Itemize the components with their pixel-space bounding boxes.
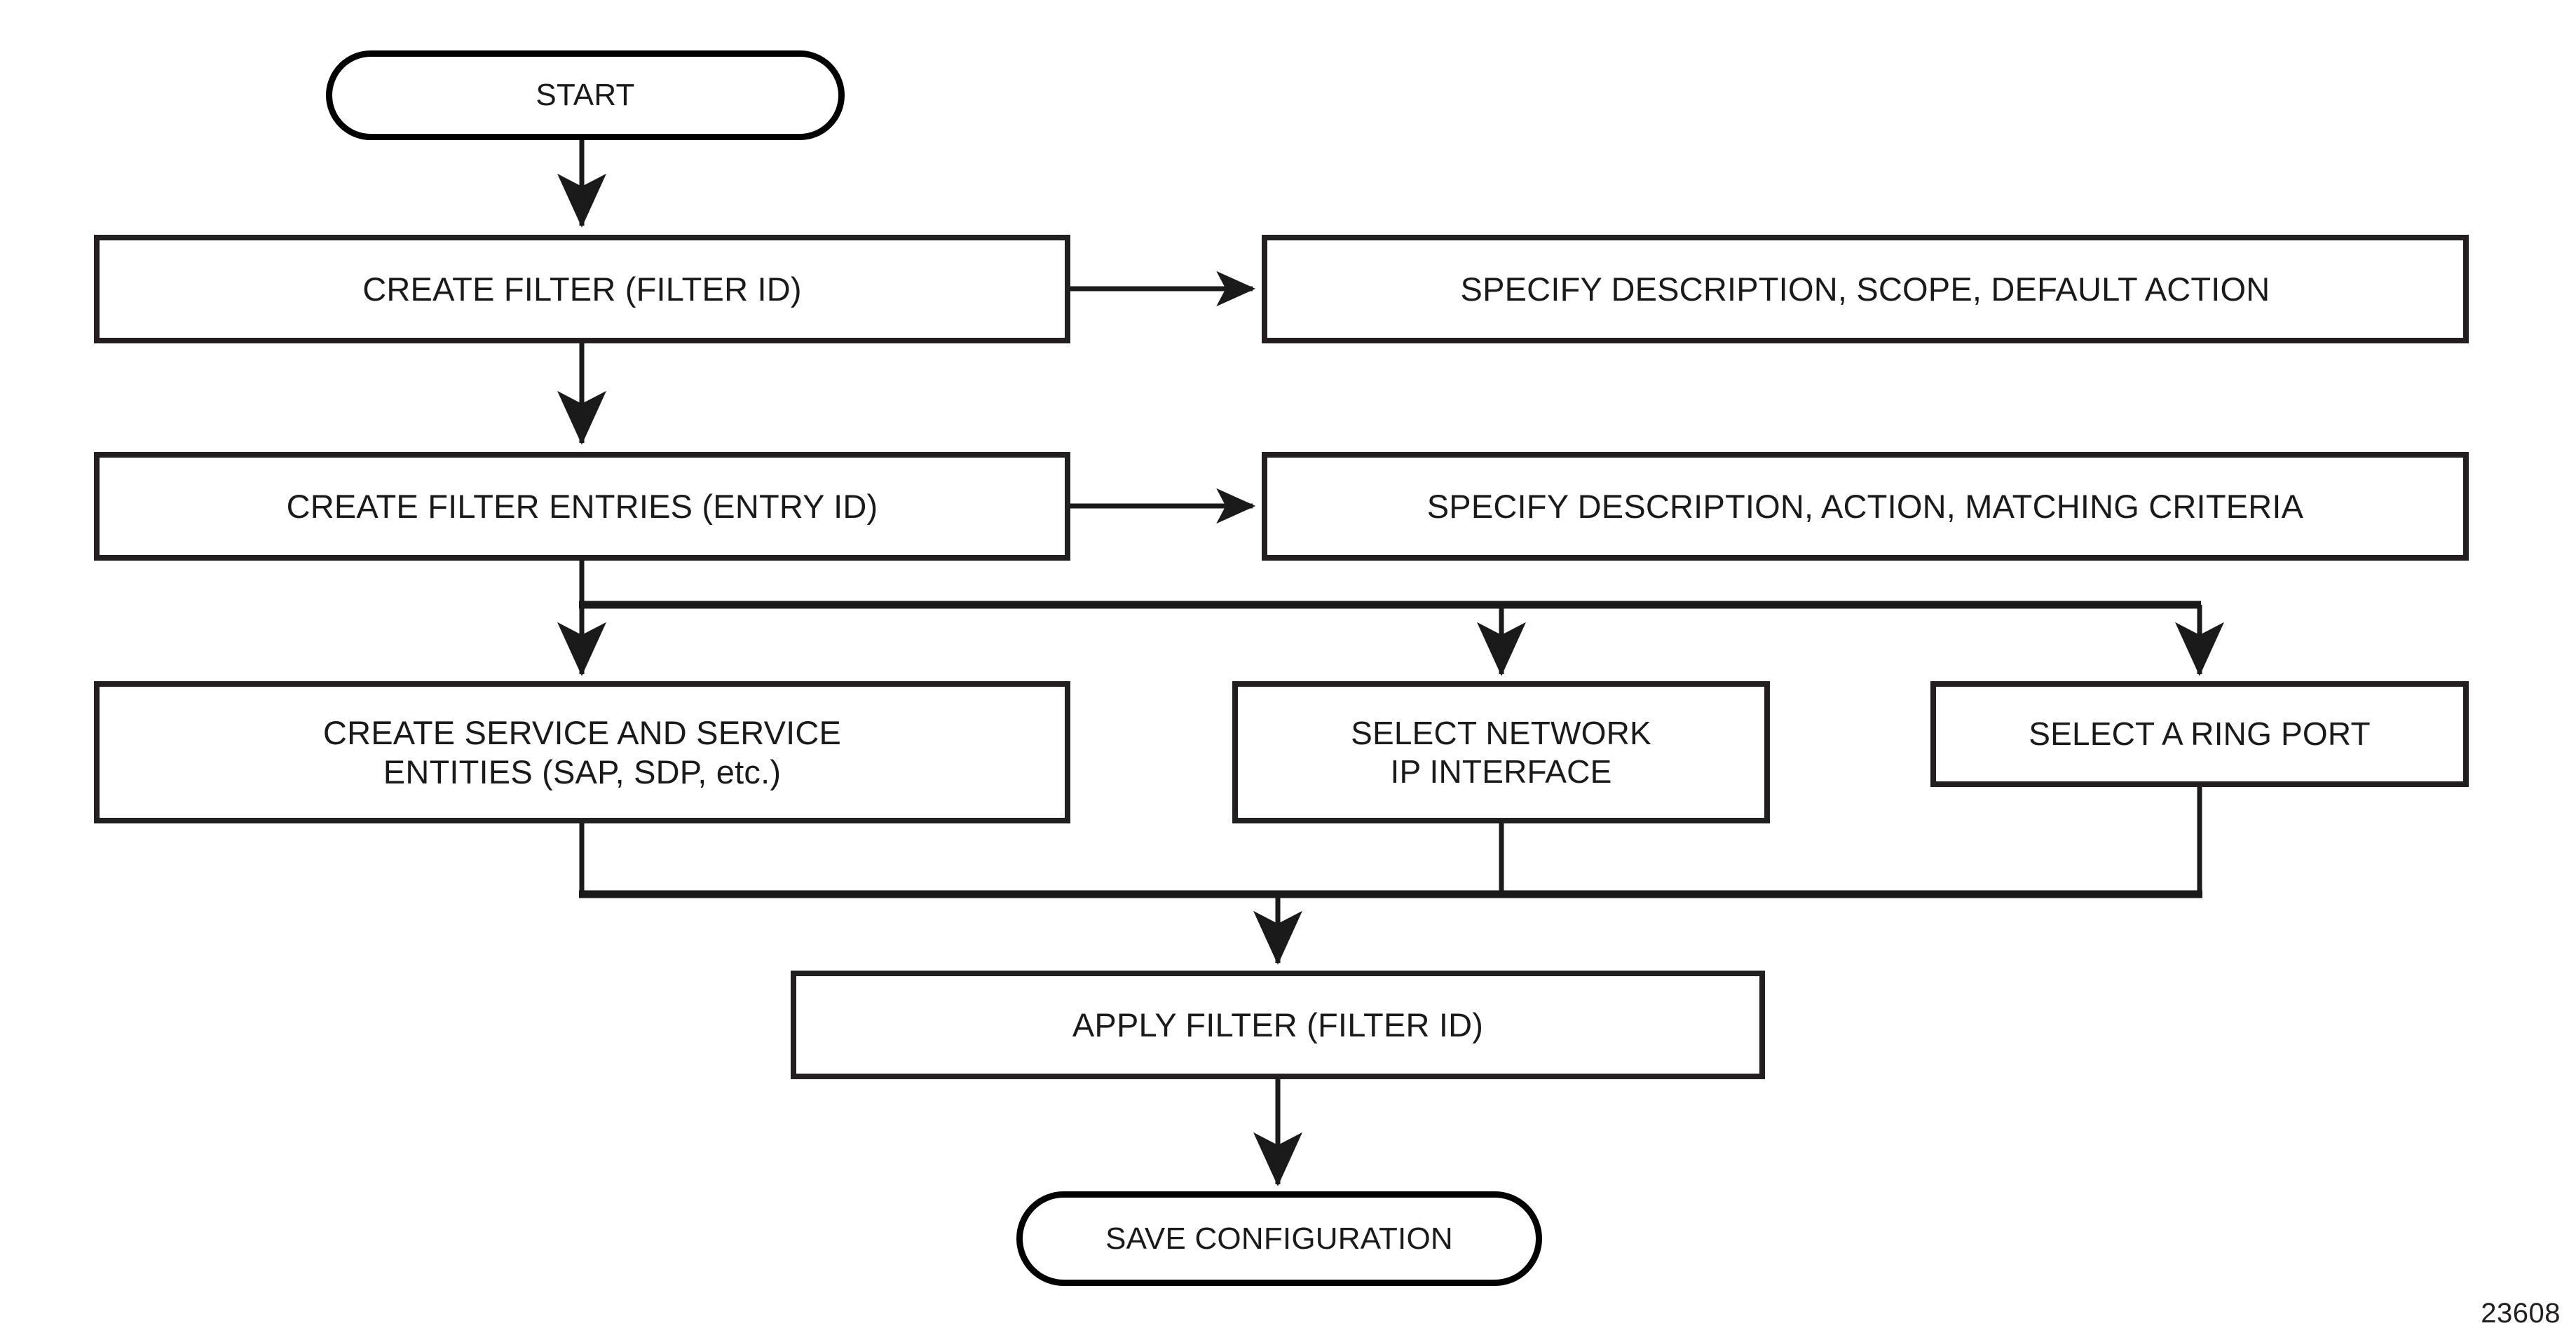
node-create-filter-entries-label: CREATE FILTER ENTRIES (ENTRY ID) (286, 487, 878, 525)
node-start[interactable]: START (326, 50, 845, 140)
node-create-service[interactable]: CREATE SERVICE AND SERVICE ENTITIES (SAP… (94, 681, 1070, 823)
node-specify-entry-properties[interactable]: SPECIFY DESCRIPTION, ACTION, MATCHING CR… (1262, 452, 2469, 561)
node-select-network-ip-interface-label: SELECT NETWORK IP INTERFACE (1351, 715, 1651, 790)
node-save-configuration[interactable]: SAVE CONFIGURATION (1016, 1191, 1542, 1286)
node-save-configuration-label: SAVE CONFIGURATION (1105, 1221, 1453, 1256)
node-specify-filter-properties-label: SPECIFY DESCRIPTION, SCOPE, DEFAULT ACTI… (1460, 270, 2270, 308)
node-specify-entry-properties-label: SPECIFY DESCRIPTION, ACTION, MATCHING CR… (1426, 487, 2304, 525)
figure-number: 23608 (2481, 1298, 2561, 1329)
node-select-ring-port-label: SELECT A RING PORT (2029, 715, 2371, 753)
node-create-filter[interactable]: CREATE FILTER (FILTER ID) (94, 235, 1070, 343)
node-specify-filter-properties[interactable]: SPECIFY DESCRIPTION, SCOPE, DEFAULT ACTI… (1262, 235, 2469, 343)
node-select-ring-port[interactable]: SELECT A RING PORT (1930, 681, 2469, 787)
node-select-network-ip-interface[interactable]: SELECT NETWORK IP INTERFACE (1232, 681, 1770, 823)
node-apply-filter[interactable]: APPLY FILTER (FILTER ID) (791, 971, 1765, 1079)
node-create-filter-label: CREATE FILTER (FILTER ID) (362, 270, 802, 308)
node-create-filter-entries[interactable]: CREATE FILTER ENTRIES (ENTRY ID) (94, 452, 1070, 561)
node-apply-filter-label: APPLY FILTER (FILTER ID) (1072, 1006, 1484, 1043)
node-start-label: START (536, 78, 635, 113)
node-create-service-label: CREATE SERVICE AND SERVICE ENTITIES (SAP… (322, 714, 842, 790)
